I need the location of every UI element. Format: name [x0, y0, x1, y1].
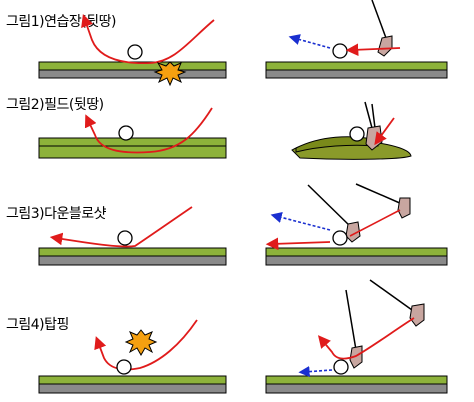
figure-3-right	[265, 183, 448, 266]
golf-ball-icon	[127, 44, 143, 60]
ball-flight-arrow	[298, 366, 333, 378]
figure-4-left	[38, 319, 227, 394]
mat-base	[265, 255, 448, 266]
golf-club-shaft-faded	[355, 183, 403, 205]
swing-path-arrow	[265, 237, 331, 251]
figure-2-caption: 그림2)필드(뒷땅)	[6, 97, 104, 113]
golf-club-shaft	[307, 184, 353, 229]
turf-mat	[265, 61, 448, 71]
mat-base	[38, 69, 227, 79]
golf-club-shaft-faded	[369, 279, 413, 311]
swing-path-line	[349, 209, 401, 237]
golf-club-head-icon	[409, 303, 425, 327]
mat-base	[265, 383, 448, 394]
impact-burst-icon	[153, 61, 187, 87]
ball-flight-arrow	[270, 211, 331, 231]
swing-path-arrow	[374, 117, 395, 146]
swing-path-arrow	[317, 317, 415, 360]
turf-mat	[265, 375, 448, 385]
field-turf	[38, 137, 227, 147]
mat-base	[38, 255, 227, 266]
ball-flight-arrow	[288, 34, 331, 49]
golf-club-head-icon	[377, 35, 393, 57]
mat-base	[265, 69, 448, 79]
golf-club-shaft	[371, 103, 376, 129]
figure-2-right	[291, 101, 412, 160]
golf-club-head-icon	[397, 197, 411, 219]
swing-path-arrow	[84, 107, 213, 154]
turf-mat	[38, 375, 227, 385]
golf-ball-icon	[333, 359, 349, 375]
swing-path-arrow	[94, 319, 198, 371]
golf-ball-icon	[332, 230, 348, 246]
figure-1-right	[265, 0, 448, 79]
impact-burst-icon	[124, 329, 158, 357]
turf-mat	[38, 247, 227, 257]
swing-path-arrow	[81, 14, 215, 65]
golf-ball-icon	[332, 43, 348, 59]
golf-ball-icon	[117, 230, 133, 246]
figure-1-left	[38, 14, 227, 87]
swing-path-arrow	[49, 206, 193, 248]
swing-path-arrow	[345, 43, 401, 57]
figure-3-caption: 그림3)다운블로샷	[6, 206, 107, 222]
golf-club-shaft	[371, 0, 387, 39]
golf-club-shaft	[364, 101, 373, 129]
figure-3-left	[38, 206, 227, 266]
figure-4-caption: 그림4)탑핑	[6, 317, 69, 333]
mat-base	[38, 383, 227, 394]
golf-ball-icon	[116, 359, 132, 375]
figure-4-right	[265, 279, 448, 394]
golf-club-shaft	[345, 289, 357, 351]
golf-ball-icon	[118, 125, 134, 141]
turf-mat	[265, 247, 448, 257]
figure-2-left	[38, 107, 227, 159]
golf-ball-icon	[349, 126, 365, 142]
